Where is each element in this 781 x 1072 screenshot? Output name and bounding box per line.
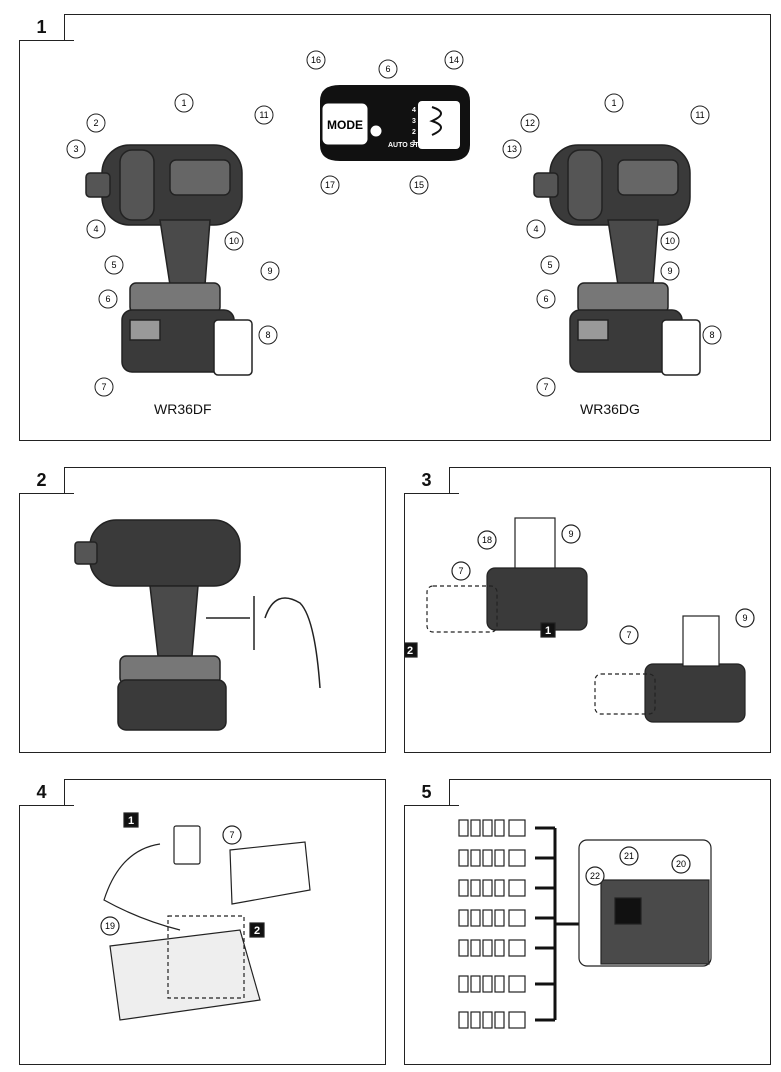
callout-9-right: 9: [667, 266, 672, 276]
callout-6-right: 6: [543, 294, 548, 304]
figure-1-drawing: MODE AUTO STOP 1 2 3 11 4 5 6: [66, 50, 722, 397]
callout-1: 1: [181, 98, 186, 108]
callout-19: 19: [105, 921, 115, 931]
auto-stop-label: AUTO STOP: [388, 142, 429, 149]
model-label-right: WR36DG: [580, 401, 640, 417]
level-2: 2: [412, 129, 416, 136]
level-4: 4: [412, 107, 416, 114]
step-1: 1: [545, 625, 551, 637]
callout-14: 14: [449, 55, 459, 65]
callout-10-right: 10: [665, 236, 675, 246]
callout-7-right: 7: [543, 382, 548, 392]
step-2: 2: [254, 925, 260, 937]
callout-6: 6: [105, 294, 110, 304]
callout-15: 15: [414, 180, 424, 190]
figure-5-drawing: 22 21 20: [458, 819, 712, 1029]
callout-20: 20: [676, 859, 686, 869]
callout-7: 7: [229, 830, 234, 840]
step-2: 2: [407, 645, 413, 657]
callout-1-right: 1: [611, 98, 616, 108]
step-1: 1: [128, 815, 134, 827]
callout-8: 8: [265, 330, 270, 340]
level-1: 1: [412, 140, 416, 147]
callout-9: 9: [568, 529, 573, 539]
figure-number: 1: [19, 14, 74, 41]
figure-number: 2: [19, 467, 74, 494]
figure-number: 4: [19, 779, 74, 806]
figure-2-panel: 2: [19, 467, 386, 753]
callout-7-b: 7: [626, 630, 631, 640]
callout-16: 16: [311, 55, 321, 65]
model-label-left: WR36DF: [154, 401, 212, 417]
callout-4: 4: [93, 224, 98, 234]
callout-9-b: 9: [742, 613, 747, 623]
callouts: [66, 50, 722, 397]
callout-2: 2: [93, 118, 98, 128]
callout-5-right: 5: [547, 260, 552, 270]
figure-5-panel: 5 22 21 20: [404, 779, 771, 1065]
callout-18: 18: [482, 535, 492, 545]
callout-numbers: 1 2 3 11 4 5 6 7 8 9 10 16 6 14 17 15 1 …: [73, 55, 714, 392]
callout-7: 7: [101, 382, 106, 392]
level-3: 3: [412, 118, 416, 125]
figure-1-panel: 1 MODE: [19, 14, 771, 441]
mode-button: MODE: [327, 118, 363, 132]
callout-17: 17: [325, 180, 335, 190]
callout-6-panel: 6: [385, 64, 390, 74]
figure-3-panel: 3 18 7 9 7 9 1 2: [404, 467, 771, 753]
callout-4-right: 4: [533, 224, 538, 234]
callout-11: 11: [259, 110, 268, 120]
callout-12: 12: [525, 118, 535, 128]
callout-9: 9: [267, 266, 272, 276]
callout-11-right: 11: [695, 110, 704, 120]
impact-wrench-right: [533, 144, 701, 376]
figure-number: 5: [404, 779, 459, 806]
figure-4-drawing: 7 19 1 2: [100, 812, 311, 1021]
callout-5: 5: [111, 260, 116, 270]
figure-4-panel: 4 7 19 1 2: [19, 779, 386, 1065]
callout-8-right: 8: [709, 330, 714, 340]
callout-10: 10: [229, 236, 239, 246]
callout-22: 22: [590, 871, 600, 881]
impact-wrench-left: [85, 144, 253, 376]
figure-number: 3: [404, 467, 459, 494]
level-labels: 4 3 2 1: [412, 107, 416, 147]
charge-level-rows: [458, 819, 526, 1029]
callout-7: 7: [458, 566, 463, 576]
mode-panel: MODE AUTO STOP: [320, 85, 470, 161]
figure-3-drawing: 18 7 9 7 9 1 2: [405, 517, 755, 723]
callout-3: 3: [73, 144, 78, 154]
figure-2-drawing: [74, 519, 321, 731]
callout-13: 13: [507, 144, 517, 154]
callout-21: 21: [624, 851, 634, 861]
